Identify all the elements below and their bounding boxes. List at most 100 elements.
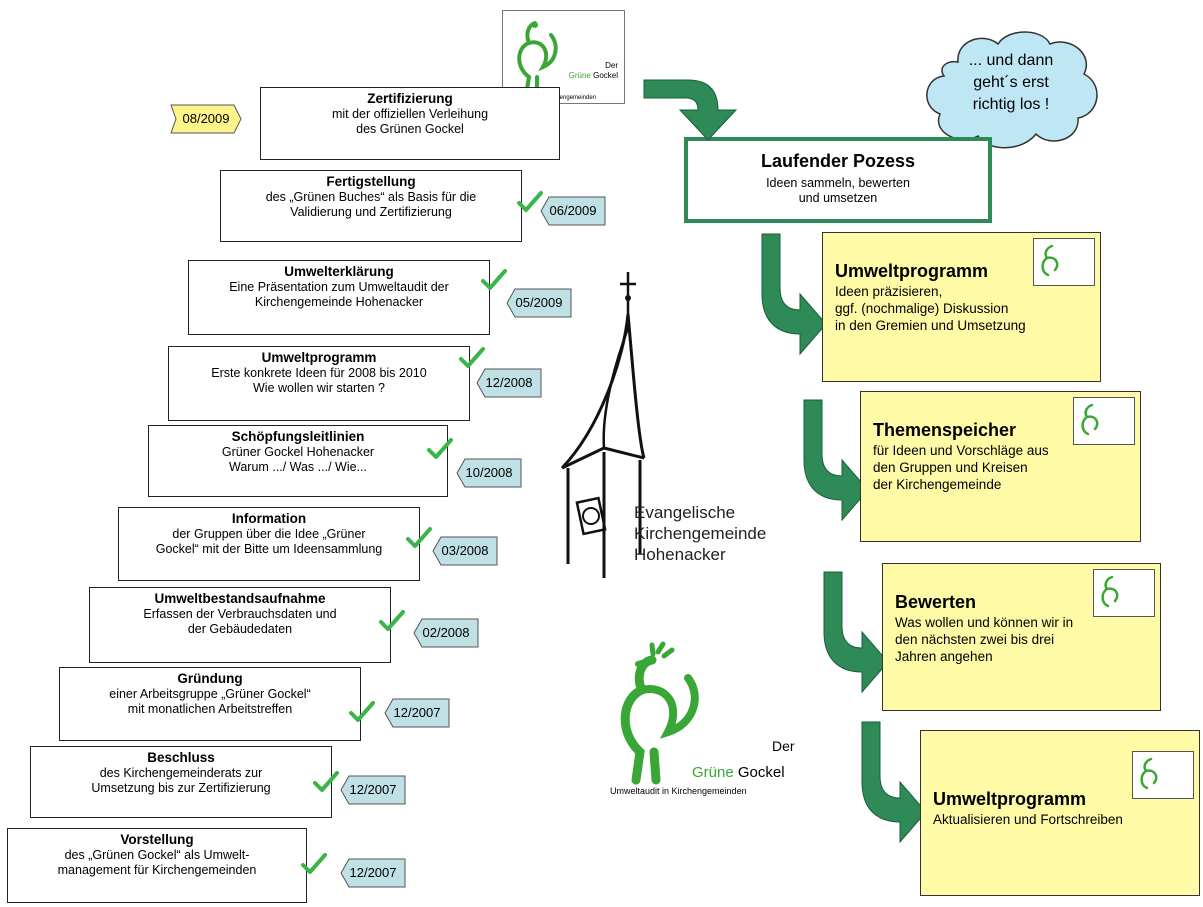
tag-shape-4 [476,368,542,398]
cycle-box-3: Bewerten Was wollen und können wir in de… [882,563,1161,711]
mini-logo-icon-4 [1132,751,1194,799]
cycle-desc-1: Ideen präzisieren, ggf. (nochmalige) Dis… [835,284,1026,333]
church-tower-icon [560,272,646,578]
step-box-1: Zertifizierung mit der offiziellen Verle… [260,87,560,160]
top-logo-gockel: Gockel [593,71,618,80]
check-icon-9 [313,771,339,792]
cycle-box-2: Themenspeicher für Ideen und Vorschläge … [860,391,1141,542]
logo-gruene: Grüne [692,764,734,781]
church-name-line3: Hohenacker [634,545,726,564]
date-label-2: 06/2009 [549,203,597,218]
step-title-4: Umweltprogramm [261,350,377,365]
check-icon-6 [406,527,432,548]
date-tag-1: 08/2009 [170,104,242,134]
date-label-4: 12/2008 [485,375,533,390]
step-desc-5: Grüner Gockel Hohenacker Warum .../ Was … [221,445,375,474]
check-icon-4 [459,347,485,368]
step-box-8: Gründung einer Arbeitsgruppe „Grüner Goc… [59,667,361,741]
step-desc-10: des „Grünen Gockel“ als Umwelt- manageme… [57,848,257,877]
date-label-9: 12/2007 [349,782,397,797]
date-tag-7: 02/2008 [413,618,479,648]
mini-logo-icon-3 [1093,569,1155,617]
step-title-7: Umweltbestandsaufnahme [154,591,326,606]
date-label-7: 02/2008 [422,625,470,640]
cycle-title-3: Bewerten [895,592,977,612]
step-box-7: Umweltbestandsaufnahme Erfassen der Verb… [89,587,391,663]
process-title: Laufender Pozess [760,151,916,171]
date-tag-6: 03/2008 [432,536,498,566]
check-icon-10 [301,853,327,874]
check-icon-5 [427,438,453,459]
step-desc-2: des „Grünen Buches“ als Basis für die Va… [265,190,477,219]
arrow-curve-icon-3 [823,571,889,694]
arrow-curve-icon-1 [761,233,827,356]
step-title-8: Gründung [177,671,243,686]
check-icon-3 [481,269,507,290]
step-title-1: Zertifizierung [367,91,453,106]
step-title-10: Vorstellung [120,832,194,847]
cycle-desc-4: Aktualisieren und Fortschreiben [933,812,1123,827]
step-desc-7: Erfassen der Verbrauchsdaten und der Geb… [143,607,337,636]
arrow-curve-icon-4 [861,721,927,844]
mini-logo-icon-2 [1073,397,1135,445]
step-desc-9: des Kirchengemeinderats zur Umsetzung bi… [91,766,271,795]
church-name-line1: Evangelische [634,503,736,522]
step-box-2: Fertigstellung des „Grünen Buches“ als B… [220,170,522,242]
step-box-6: Information der Gruppen über die Idee „G… [118,507,420,581]
cycle-title-2: Themenspeicher [873,420,1017,440]
step-desc-4: Erste konkrete Ideen für 2008 bis 2010 W… [211,366,427,395]
step-title-3: Umwelterklärung [284,264,394,279]
cycle-box-4: Umweltprogramm Aktualisieren und Fortsch… [920,730,1200,896]
step-title-2: Fertigstellung [326,174,416,189]
step-title-9: Beschluss [147,750,215,765]
church-name-line2: Kirchengemeinde [634,524,767,543]
cycle-desc-2: für Ideen und Vorschläge aus den Gruppen… [873,443,1049,492]
check-icon-7 [379,610,405,631]
tag-shape-9 [340,775,406,805]
date-tag-2: 06/2009 [540,196,606,226]
cloud-shape [926,31,1098,149]
date-label-8: 12/2007 [393,705,441,720]
date-tag-8: 12/2007 [384,698,450,728]
step-desc-1: mit der offiziellen Verleihung des Grüne… [331,107,489,136]
date-tag-3: 05/2009 [506,288,572,318]
logo-subtitle: Umweltaudit in Kirchengemeinden [610,786,747,796]
date-label-3: 05/2009 [515,295,563,310]
tag-shape-6 [432,536,498,566]
date-label-6: 03/2008 [441,543,489,558]
date-tag-5: 10/2008 [456,458,522,488]
step-box-9: Beschluss des Kirchengemeinderats zur Um… [30,746,332,818]
step-desc-3: Eine Präsentation zum Umweltaudit der Ki… [229,280,449,309]
date-tag-9: 12/2007 [340,775,406,805]
tag-shape-3 [506,288,572,318]
cycle-title-1: Umweltprogramm [835,261,989,281]
date-label-5: 10/2008 [465,465,513,480]
step-box-5: Schöpfungsleitlinien Grüner Gockel Hohen… [148,425,448,497]
top-logo-der: Der [605,61,618,70]
check-icon-2 [517,191,543,212]
tag-shape-10 [340,858,406,888]
church-name: Evangelische Kirchengemeinde Hohenacker [634,502,766,565]
step-box-4: Umweltprogramm Erste konkrete Ideen für … [168,346,470,421]
tag-shape-1 [170,104,242,134]
tag-shape-5 [456,458,522,488]
step-box-3: Umwelterklärung Eine Präsentation zum Um… [188,260,490,335]
date-label-1: 08/2009 [182,111,230,126]
arrow-down-right-icon-top [643,79,738,141]
date-label-10: 12/2007 [349,865,397,880]
step-title-5: Schöpfungsleitlinien [231,429,365,444]
step-desc-6: der Gruppen über die Idee „Grüner Gockel… [155,527,383,556]
tag-shape-8 [384,698,450,728]
tag-shape-2 [540,196,606,226]
date-tag-10: 12/2007 [340,858,406,888]
logo-wordmark: Grüne Gockel [692,764,785,781]
logo-gockel: Gockel [737,764,785,781]
top-logo-gruene: Grüne [568,71,591,80]
cycle-title-4: Umweltprogramm [933,789,1087,809]
cloud-text: ... und dann geht´s erst richtig los ! [968,52,1054,113]
tag-shape-7 [413,618,479,648]
process-desc: Ideen sammeln, bewerten und umsetzen [766,176,910,205]
step-box-10: Vorstellung des „Grünen Gockel“ als Umwe… [7,828,307,903]
process-box: Laufender Pozess Ideen sammeln, bewerten… [684,137,992,223]
step-desc-8: einer Arbeitsgruppe „Grüner Gockel“ mit … [109,687,311,716]
